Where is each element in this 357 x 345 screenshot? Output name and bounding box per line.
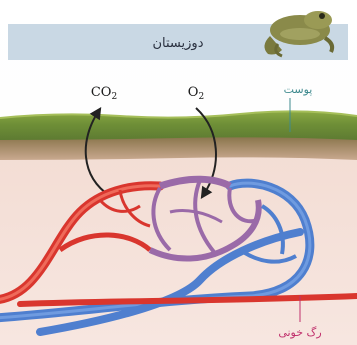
vessel-label: رگ خونی [278, 326, 321, 339]
header-title: دوزیستان [153, 36, 204, 51]
skin-label: پوست [284, 83, 313, 96]
